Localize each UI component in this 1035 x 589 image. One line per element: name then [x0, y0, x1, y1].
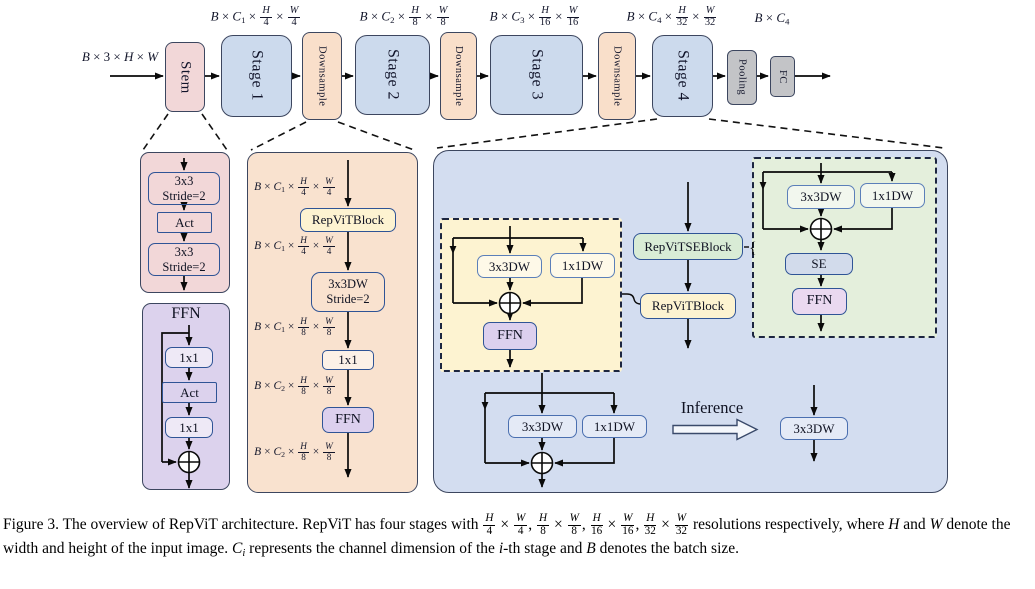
input-dim-label: B × 3 × H × W — [81, 49, 159, 64]
pipeline-stage4-label: Stage 4 — [674, 50, 692, 102]
ds-repvitblock-label: RepViTBlock — [311, 212, 385, 228]
ds-repvitblock-box: RepViTBlock — [300, 208, 396, 232]
train-dw3-box: 3x3DW — [477, 255, 542, 278]
stem-conv2-stride: Stride=2 — [162, 259, 206, 274]
stage4-repvitseblock-label: RepViTSEBlock — [644, 238, 732, 254]
train-ffn-label: FFN — [497, 327, 523, 343]
pipeline-stage4-box: Stage 4 — [652, 35, 713, 117]
pipeline-downsample1-label: Downsample — [316, 45, 328, 107]
se-module-box: SE — [785, 253, 853, 275]
pipeline-downsample2-box: Downsample — [440, 32, 477, 120]
se-ffn-box: FFN — [792, 288, 847, 315]
pipeline-pooling-label: Pooling — [736, 59, 748, 96]
stem-conv1-kernel: 3x3 — [174, 173, 194, 188]
train-dw1-label: 1x1DW — [561, 257, 604, 273]
pipeline-stage2-box: Stage 2 — [355, 35, 430, 115]
pipeline-stage3-label: Stage 3 — [528, 49, 546, 101]
inference-label: Inference — [680, 398, 744, 417]
reparam-merged-dw3-box: 3x3DW — [780, 417, 848, 440]
ffn-conv2-label: 1x1 — [179, 419, 199, 435]
ds-dwconv-box: 3x3DW Stride=2 — [311, 272, 385, 312]
ds-conv-box: 1x1 — [322, 350, 374, 370]
pipeline-downsample3-label: Downsample — [611, 45, 623, 107]
pipeline-stem-label: Stem — [177, 60, 194, 94]
pipeline-downsample2-label: Downsample — [453, 45, 464, 107]
stem-conv2-kernel: 3x3 — [174, 244, 194, 259]
se-ffn-label: FFN — [806, 293, 833, 309]
pipeline-pooling-box: Pooling — [727, 50, 757, 105]
reparam-dw1-label: 1x1DW — [593, 418, 636, 434]
se-dw3-box: 3x3DW — [787, 185, 855, 209]
ds-dwconv-kernel: 3x3DW — [328, 277, 368, 291]
pipeline-fc-box: FC — [770, 56, 795, 97]
stage4-repvitblock-box: RepViTBlock — [640, 293, 736, 319]
stage4-repvitblock-label: RepViTBlock — [651, 298, 725, 314]
se-module-label: SE — [811, 256, 827, 272]
dim-label-output: B × C4 — [754, 10, 790, 27]
stem-act-label: Act — [175, 214, 194, 230]
ds-dwconv-stride: Stride=2 — [326, 292, 370, 306]
pipeline-downsample1-box: Downsample — [302, 32, 342, 120]
pipeline-stage3-box: Stage 3 — [490, 35, 583, 115]
se-dw1-box: 1x1DW — [860, 183, 925, 208]
train-ffn-box: FFN — [483, 322, 537, 350]
ffn-act-label: Act — [180, 384, 199, 400]
ds-conv-label: 1x1 — [338, 352, 358, 368]
pipeline-stem-box: Stem — [165, 42, 205, 112]
pipeline-stage1-box: Stage 1 — [221, 35, 292, 117]
ds-ffn-label: FFN — [335, 411, 361, 427]
train-dw3-label: 3x3DW — [488, 258, 531, 274]
ffn-conv1-label: 1x1 — [179, 349, 199, 365]
stem-conv1-stride: Stride=2 — [162, 188, 206, 203]
se-dw1-label: 1x1DW — [871, 187, 914, 203]
pipeline-stage1-label: Stage 1 — [248, 50, 266, 102]
stem-conv1-box: 3x3 Stride=2 — [148, 172, 220, 205]
ffn-act-box: Act — [162, 382, 217, 403]
pipeline-fc-label: FC — [777, 69, 788, 84]
stem-act-box: Act — [157, 212, 212, 233]
pipeline-stage2-label: Stage 2 — [384, 49, 402, 101]
ffn-conv2-box: 1x1 — [165, 417, 213, 438]
reparam-dw3-box: 3x3DW — [508, 415, 577, 438]
pipeline-downsample3-box: Downsample — [598, 32, 636, 120]
ffn-detail-title: FFN — [171, 305, 201, 322]
reparam-merged-dw3-label: 3x3DW — [793, 420, 835, 436]
stage4-repvitseblock-box: RepViTSEBlock — [633, 233, 743, 260]
ds-ffn-box: FFN — [322, 407, 374, 433]
reparam-dw3-label: 3x3DW — [521, 418, 564, 434]
ffn-conv1-box: 1x1 — [165, 347, 213, 368]
se-dw3-label: 3x3DW — [800, 189, 842, 205]
train-dw1-box: 1x1DW — [550, 253, 615, 278]
stem-conv2-box: 3x3 Stride=2 — [148, 243, 220, 276]
figure-caption: Figure 3. The overview of RepViT archite… — [3, 512, 1011, 559]
reparam-dw1-box: 1x1DW — [582, 415, 647, 438]
